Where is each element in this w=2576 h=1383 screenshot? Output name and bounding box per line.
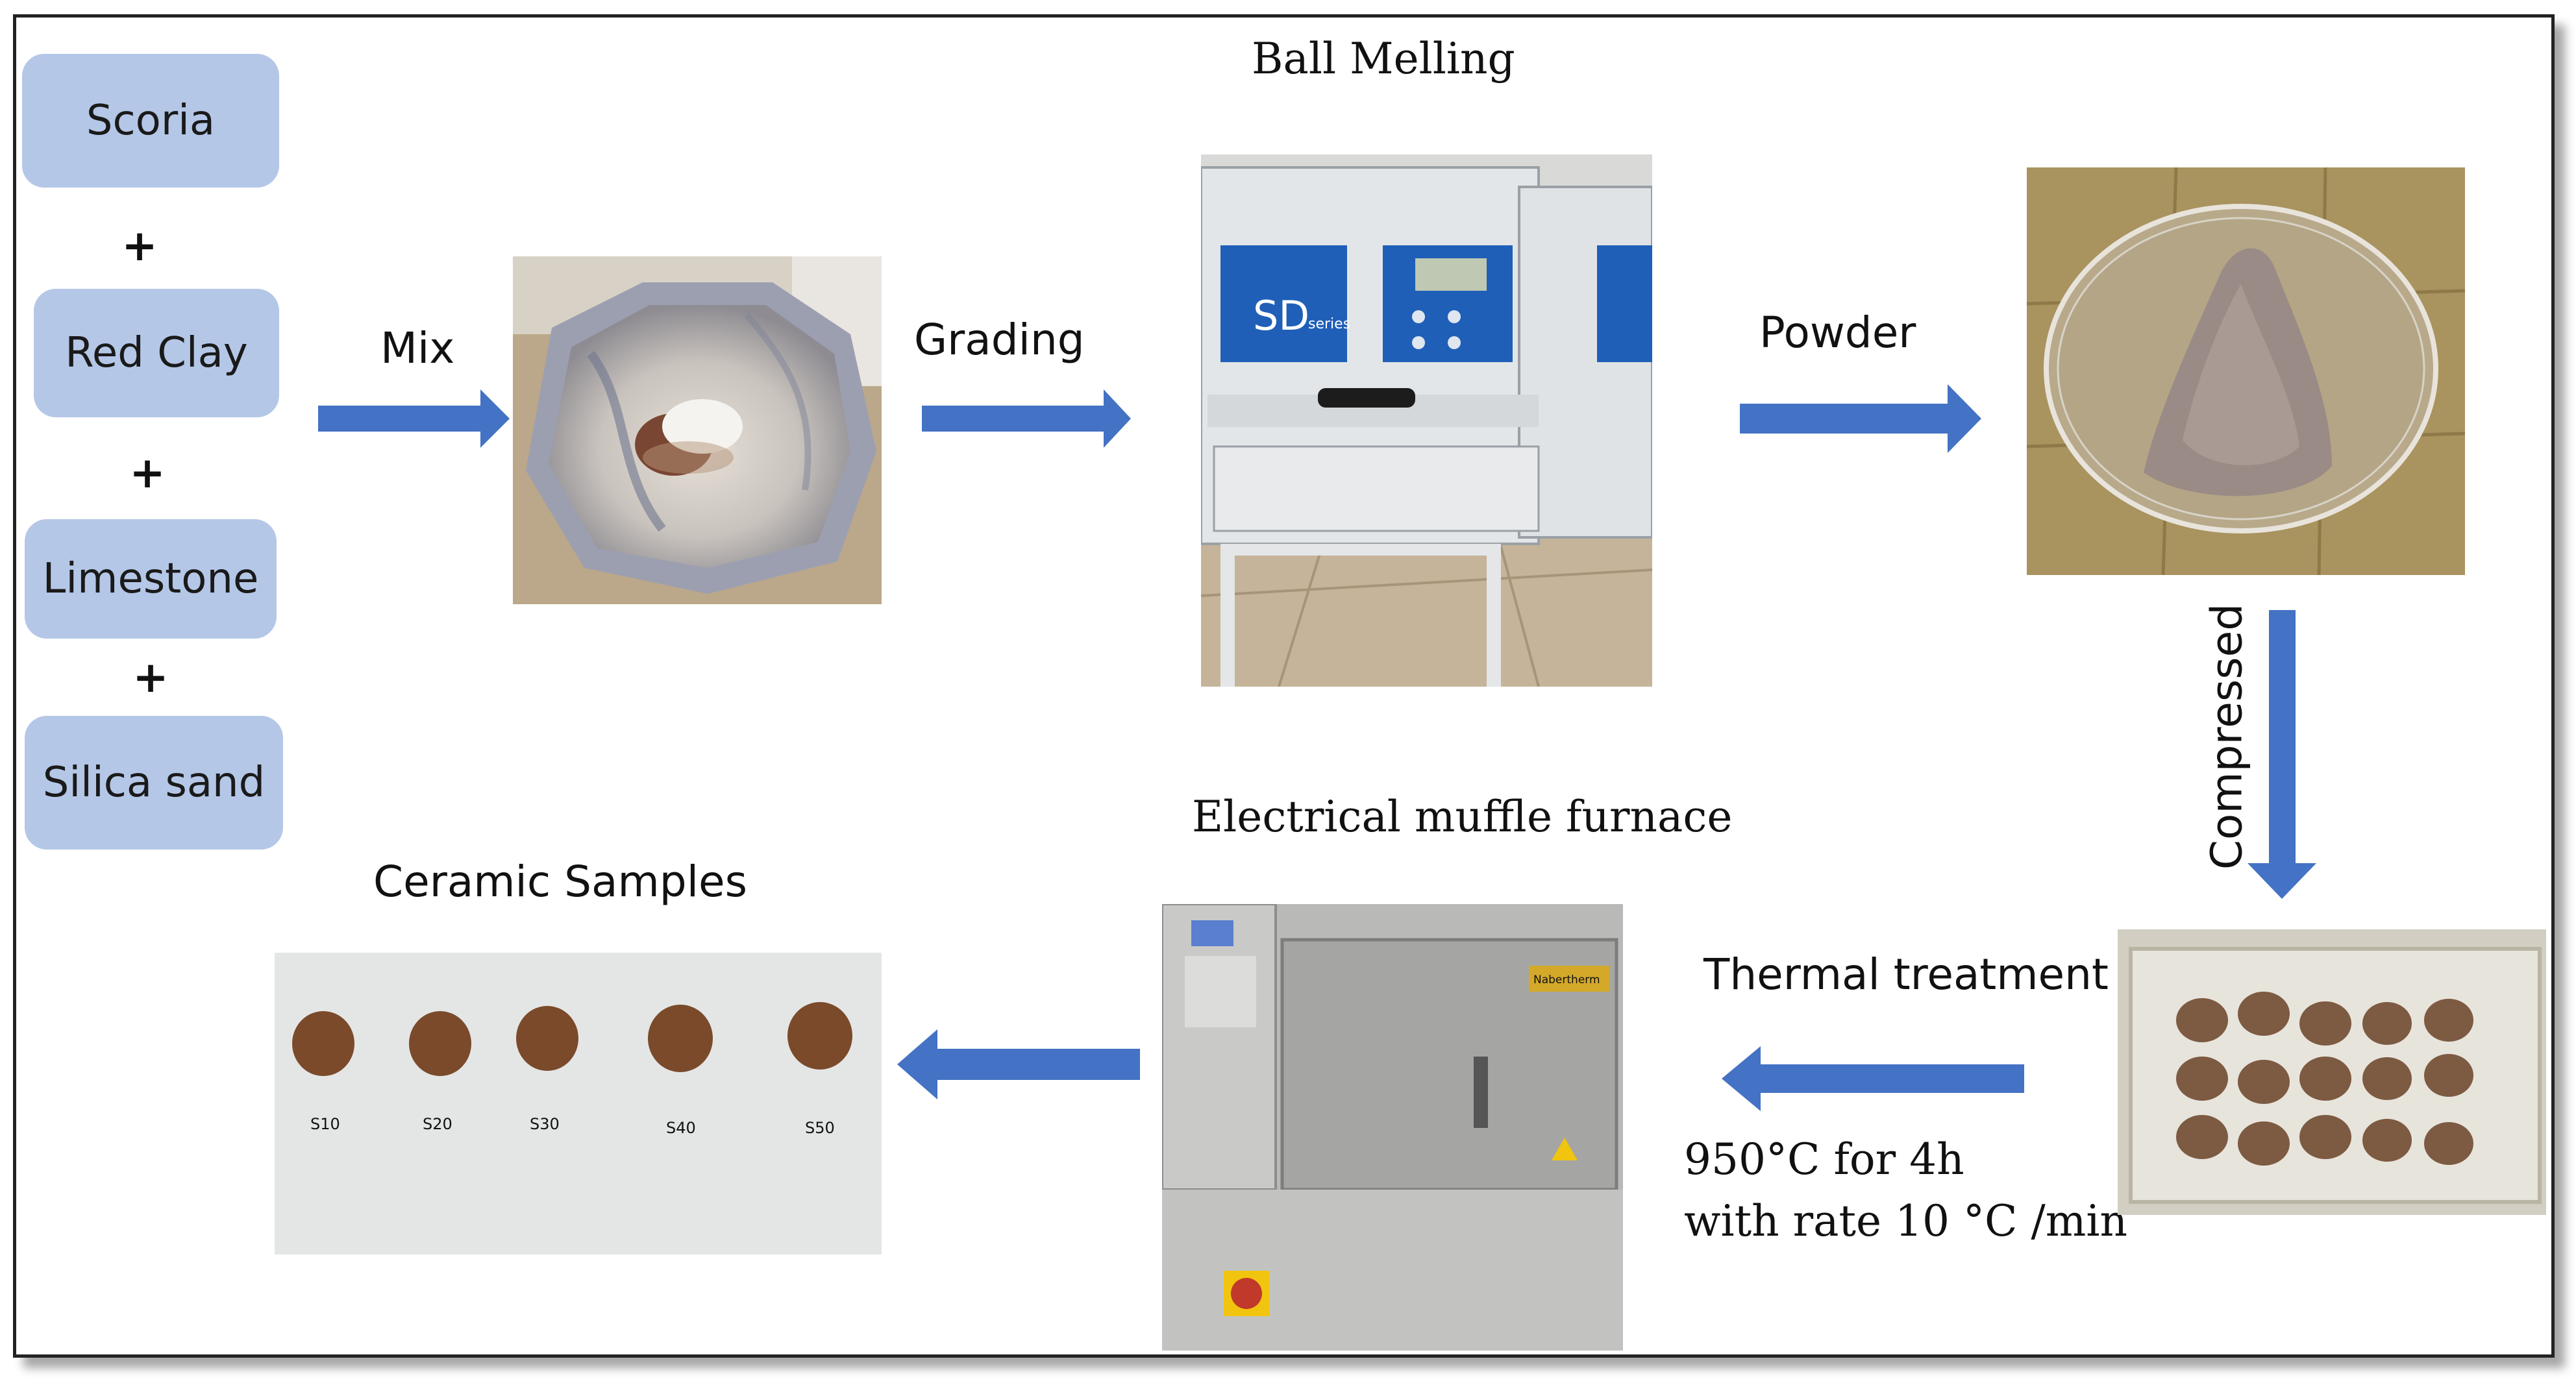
material-label: Silica sand [42, 759, 266, 807]
material-label: Scoria [86, 97, 216, 145]
sample-label: S20 [423, 1115, 452, 1133]
material-label: Limestone [42, 555, 259, 603]
compressed-label: Compressed [2201, 603, 2252, 870]
material-label: Red Clay [65, 329, 248, 377]
sample-label: S50 [805, 1119, 835, 1137]
plus-sign: + [129, 448, 166, 498]
ceramic-samples-label: Ceramic Samples [373, 857, 748, 907]
thermal-treatment-label: Thermal treatment [1703, 949, 2109, 999]
powder-photo [2027, 167, 2465, 575]
sample-label: S30 [530, 1115, 560, 1133]
thermal-condition-line2: with rate 10 °C /min [1684, 1196, 2127, 1246]
material-scoria: Scoria [22, 54, 279, 188]
material-limestone: Limestone [25, 519, 277, 639]
grading-label: Grading [914, 315, 1085, 365]
ball-mill-badge: SD [1253, 292, 1309, 339]
muffle-furnace-photo: Nabertherm [1162, 904, 1623, 1351]
material-silica-sand: Silica sand [25, 716, 283, 850]
material-red-clay: Red Clay [34, 289, 279, 417]
thermal-condition-line1: 950°C for 4h [1684, 1134, 1964, 1184]
ball-milling-title: Ball Melling [1252, 34, 1515, 84]
furnace-title: Electrical muffle furnace [1192, 792, 1733, 842]
ball-mill-badge-sub: series [1308, 316, 1350, 332]
powder-label: Powder [1759, 308, 1916, 358]
ball-mill-photo: SD series [1201, 154, 1652, 687]
mix-label: Mix [380, 323, 455, 373]
plus-sign: + [121, 221, 158, 271]
plus-sign: + [132, 652, 169, 702]
sample-label: S10 [310, 1115, 340, 1133]
compressed-pellets-photo [2118, 929, 2546, 1215]
ceramic-samples-photo: S10 S20 S30 S40 S50 [275, 953, 882, 1254]
furnace-brand: Nabertherm [1533, 973, 1600, 986]
sample-label: S40 [666, 1119, 696, 1137]
mixing-bowl-photo [513, 256, 882, 604]
